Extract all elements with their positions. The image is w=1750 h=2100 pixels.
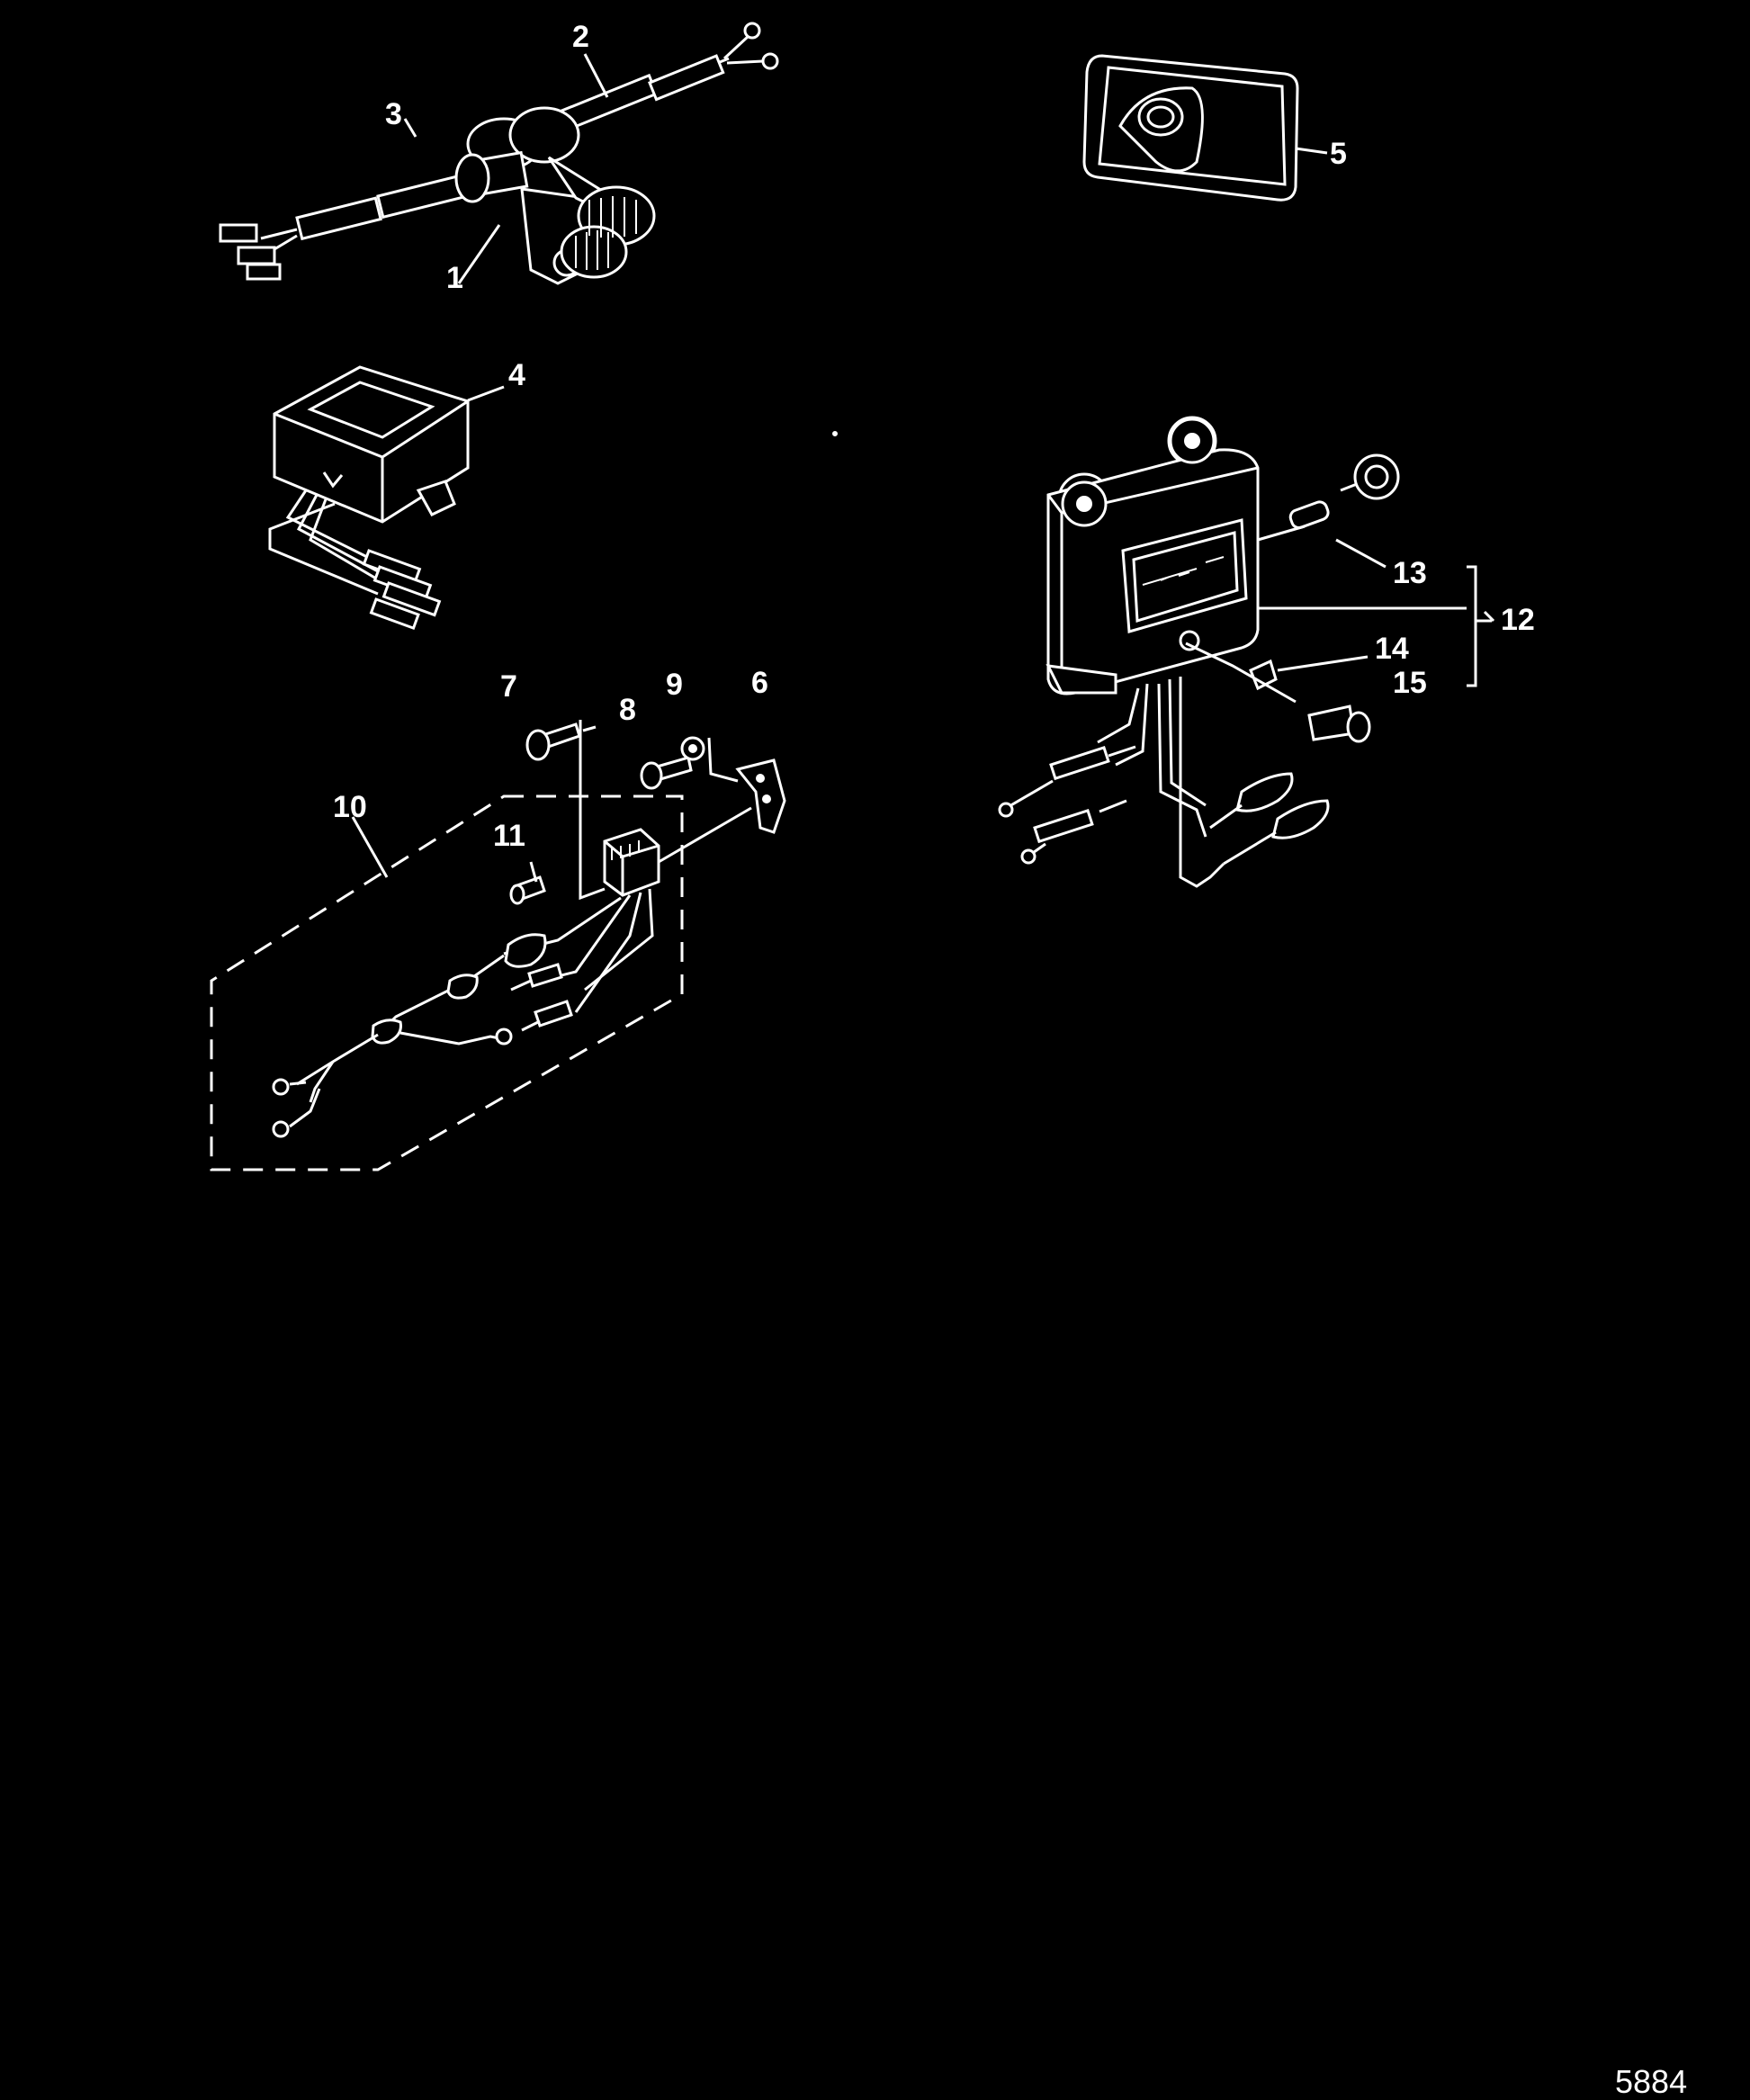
callout-3: 3 (385, 97, 402, 131)
callout-labels: 1 2 3 4 5 6 7 8 9 10 11 12 13 14 15 (333, 20, 1535, 853)
callout-8: 8 (619, 693, 636, 727)
callout-13: 13 (1393, 556, 1427, 590)
callout-6: 6 (751, 666, 768, 700)
trim-gauge-assembly (998, 416, 1495, 888)
callout-10: 10 (333, 790, 367, 824)
trim-sender-assembly (219, 22, 779, 285)
relay-harness-assembly (210, 720, 786, 1171)
callout-15: 15 (1393, 666, 1427, 700)
module-box (268, 365, 505, 631)
callout-5: 5 (1330, 137, 1347, 171)
callout-12: 12 (1501, 603, 1535, 637)
callout-1: 1 (446, 261, 463, 295)
callout-11: 11 (493, 819, 525, 853)
callout-14: 14 (1375, 632, 1409, 666)
figure-code: 5884 (1615, 2063, 1687, 2100)
panel-plate (1082, 54, 1328, 202)
stray-dot (832, 431, 838, 436)
callout-2: 2 (572, 20, 589, 54)
callout-9: 9 (666, 668, 683, 702)
callout-7: 7 (500, 669, 517, 704)
callout-4: 4 (508, 358, 525, 392)
